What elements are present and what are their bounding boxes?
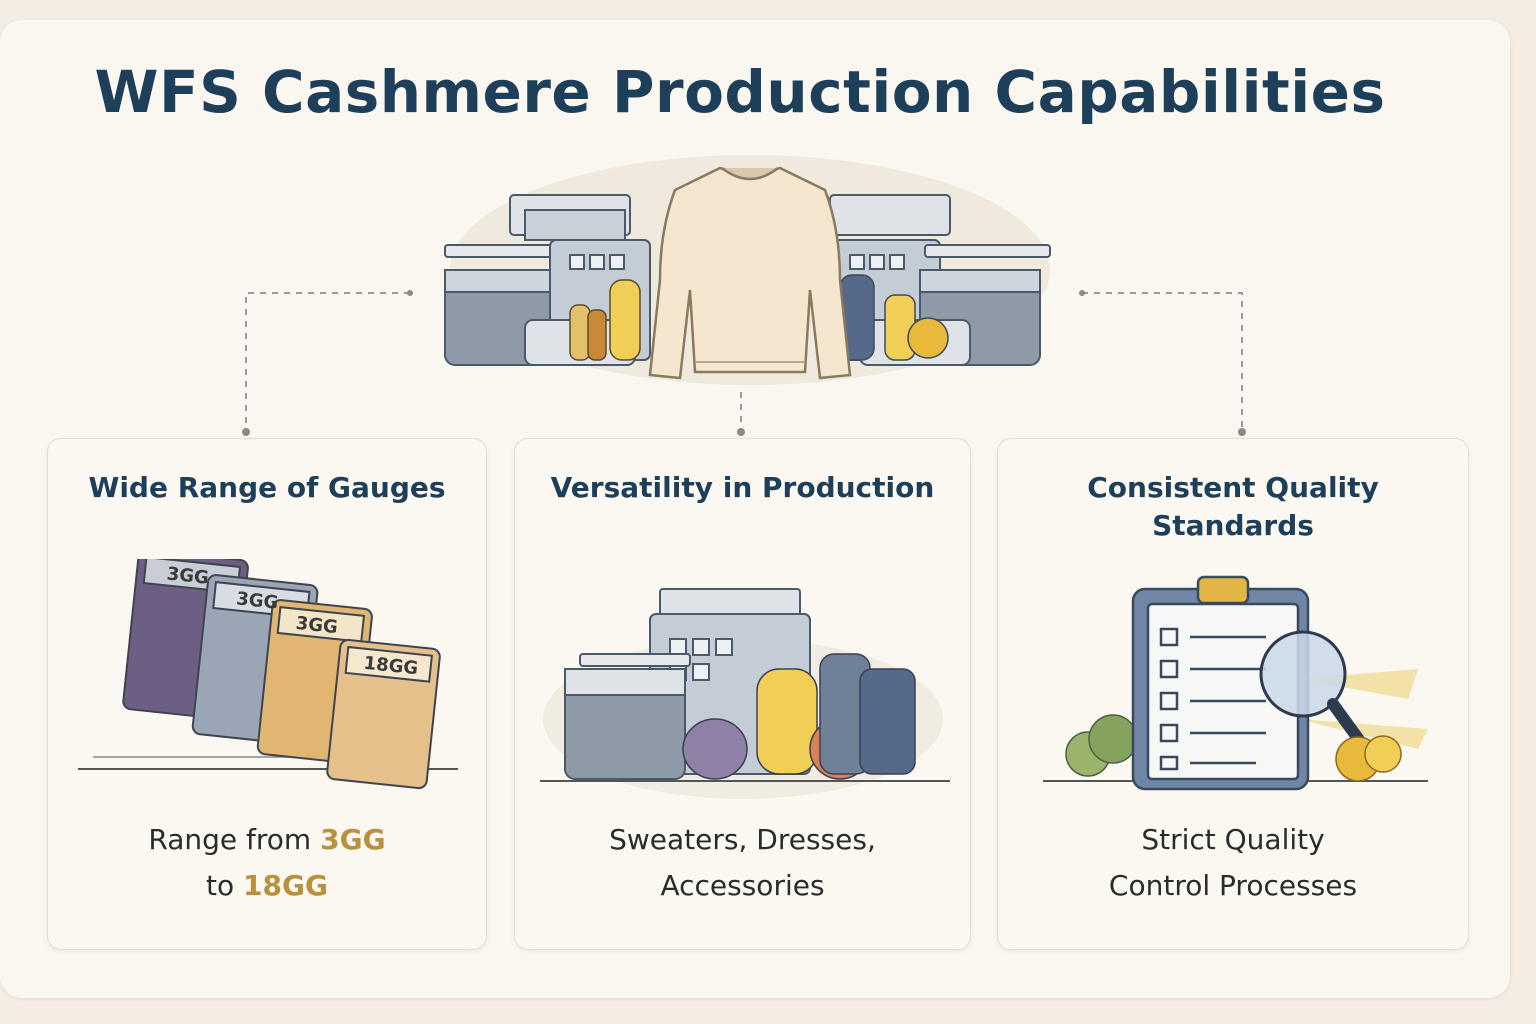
page-title: WFS Cashmere Production Capabilities bbox=[94, 58, 1386, 126]
product-types-line2: Accessories bbox=[660, 869, 825, 902]
card-heading-versatility: Versatility in Production bbox=[550, 471, 935, 504]
quality-heading-line1: Consistent Quality bbox=[1087, 471, 1379, 504]
gauge-samples-icon: 3GG 3GG 3GG 18GG bbox=[78, 559, 458, 790]
card-heading-quality: Consistent Quality Standards bbox=[1008, 469, 1458, 545]
gauge-label: 3GG bbox=[295, 613, 339, 638]
quality-control-text: Strict Quality Control Processes bbox=[1008, 817, 1458, 909]
gauge-max: 18GG bbox=[243, 869, 328, 902]
knitting-machine-and-yarn-icon bbox=[540, 588, 950, 799]
gauge-min: 3GG bbox=[320, 823, 386, 856]
quality-heading-line2: Standards bbox=[1152, 509, 1314, 542]
card-heading-gauges: Wide Range of Gauges bbox=[88, 471, 446, 504]
product-types-line1: Sweaters, Dresses, bbox=[609, 823, 876, 856]
versatility-card: Versatility in Production Sweaters, Dres… bbox=[514, 438, 971, 950]
clipboard-magnifier-icon bbox=[1043, 575, 1428, 791]
gauge-label: 3GG bbox=[166, 563, 210, 588]
quality-card: Consistent Quality Standards bbox=[997, 438, 1469, 950]
gauge-label: 3GG bbox=[235, 588, 279, 613]
quality-control-line2: Control Processes bbox=[1108, 869, 1358, 902]
product-types-text: Sweaters, Dresses, Accessories bbox=[525, 817, 960, 909]
gauges-card: Wide Range of Gauges 3GG 3GG bbox=[47, 438, 487, 950]
sweater-and-knitting-machines-illustration bbox=[444, 155, 1051, 385]
gauge-range-text: Range from 3GG to 18GG bbox=[58, 817, 476, 909]
range-mid: to bbox=[206, 869, 244, 902]
quality-control-line1: Strict Quality bbox=[1141, 823, 1325, 856]
range-prefix: Range from bbox=[148, 823, 321, 856]
